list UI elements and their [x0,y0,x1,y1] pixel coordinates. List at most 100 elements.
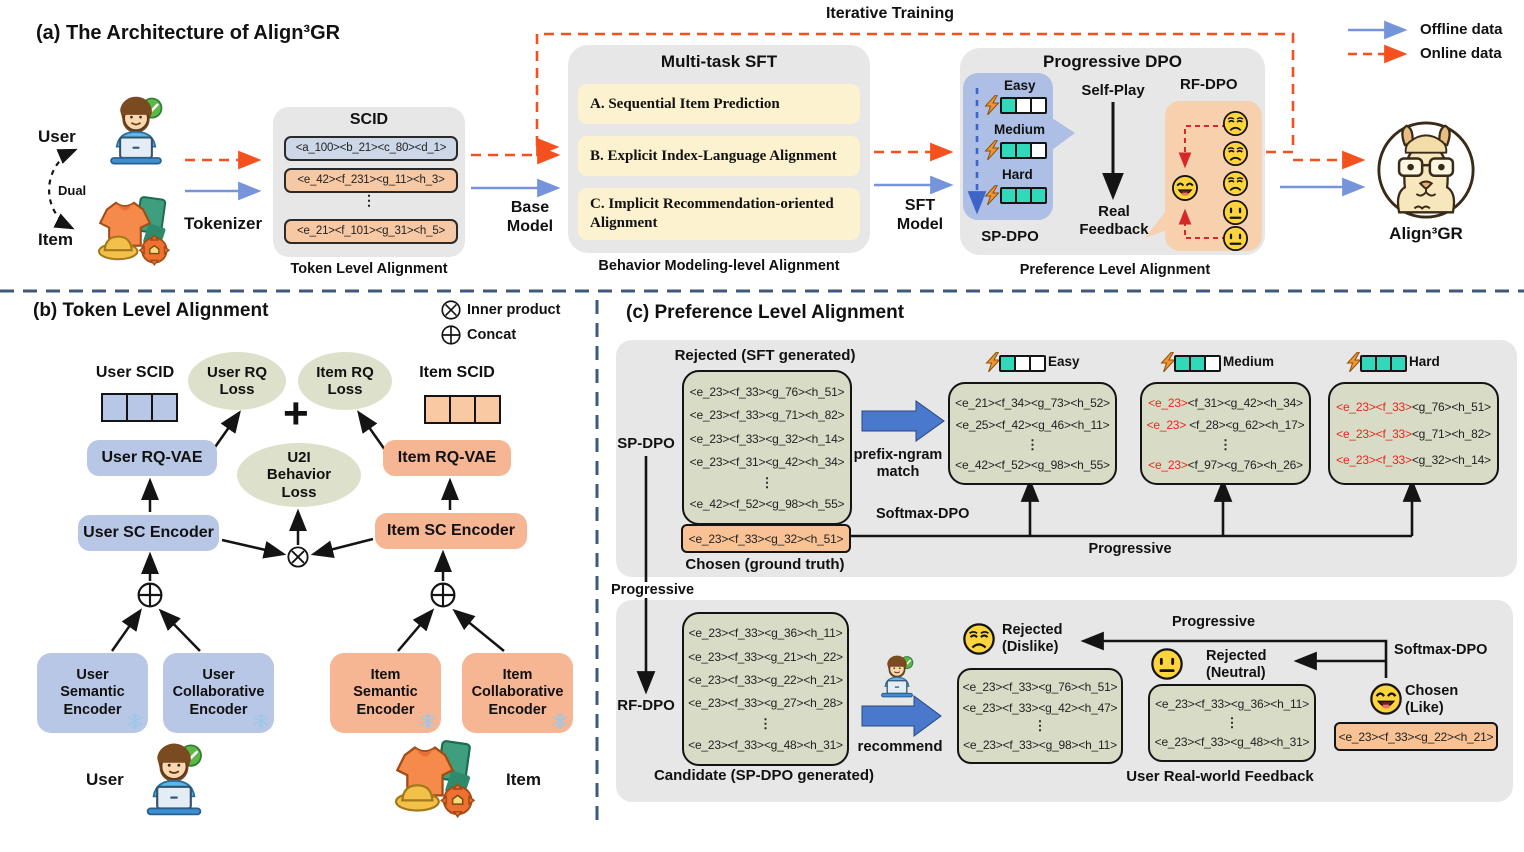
item-sc-encoder-box: Item SC Encoder [375,513,527,549]
neutral-box: <e_23><f_33><g_36><h_11> ⋮ <e_23><f_33><… [1148,684,1316,762]
user-scid-cells [101,393,178,422]
hard-progress-bar [1000,187,1047,204]
like-face-icon [1369,682,1403,716]
medium-box: <e_23><f_31><g_42><h_34> <e_23> <f_28><g… [1140,382,1311,485]
hard-label: Hard [1002,167,1033,182]
progressive-bottom-label: Progressive [1172,614,1256,630]
hard-label-c: Hard [1409,354,1440,369]
item-icon [95,196,173,266]
sft-task-b: B. Explicit Index-Language Alignment [578,136,860,176]
medium-label-c: Medium [1223,354,1275,369]
user-scid-label: User SCID [95,364,175,381]
iterative-training-label: Iterative Training [825,5,955,22]
scid-title: SCID [349,111,389,128]
inner-product-label: Inner product [467,302,561,318]
rf-sad-face-icon-2 [1222,140,1249,167]
item-label-b: Item [506,770,541,789]
easy-progress-bar-c [999,355,1046,372]
hard-box: <e_23><f_33><g_76><h_51> <e_23><f_33><g_… [1328,382,1499,485]
legend-online-label: Online data [1420,45,1502,62]
item-semantic-encoder-box: Item Semantic Encoder [330,653,441,733]
preference-caption: Preference Level Alignment [1019,262,1211,278]
item-collaborative-encoder-box: Item Collaborative Encoder [462,653,573,733]
panel-c-title: (c) Preference Level Alignment [626,302,905,323]
item-icon-b [392,740,478,818]
progressive-left-label: Progressive [608,582,698,598]
sft-title: Multi-task SFT [660,52,778,71]
easy-box: <e_21><f_34><g_73><h_52> <e_25><f_42><g_… [948,382,1117,485]
hard-progress-bar-c [1360,355,1407,372]
inner-product-node-icon [287,546,309,568]
rf-neutral-face-icon-2 [1222,225,1249,252]
chosen-ground-truth-box: <e_23><f_33><g_32><h_51> [681,524,851,553]
candidate-title: Candidate (SP-DPO generated) [653,767,875,784]
tokenizer-label: Tokenizer [184,214,263,233]
chosen-ground-truth-title: Chosen (ground truth) [685,556,845,573]
sft-task-c: C. Implicit Recommendation-oriented Alig… [578,188,860,240]
user-label-b: User [86,770,124,789]
softmax-dpo-bottom-label: Softmax-DPO [1394,642,1488,658]
dual-label: Dual [58,183,87,198]
softmax-dpo-label: Softmax-DPO [876,506,970,522]
frozen-icon [552,713,568,729]
scid-row-user: <a_100><b_21><c_80><d_1> [284,136,458,161]
scid-ellipsis: ⋮ [362,192,376,208]
easy-label: Easy [1004,78,1036,93]
u2i-behavior-loss: U2I Behavior Loss [237,443,361,507]
inner-product-icon [441,300,461,320]
medium-progress-bar-c [1174,355,1221,372]
user-semantic-encoder-box: User Semantic Encoder [37,653,148,733]
easy-label-c: Easy [1048,354,1080,369]
user-collaborative-encoder-box: User Collaborative Encoder [163,653,274,733]
scid-row-item-1: <e_42><f_231><g_11><h_3> [284,168,458,193]
self-play-label: Self-Play [1081,82,1145,99]
hard-bolt-icon [983,185,1000,205]
medium-progress-bar [1000,142,1047,159]
sft-task-a: A. Sequential Item Prediction [578,84,860,124]
legend-offline-label: Offline data [1420,21,1503,38]
user-rq-loss: User RQ Loss [188,352,286,410]
user-sc-encoder-box: User SC Encoder [78,515,219,551]
sp-dpo-label: SP-DPO [981,228,1039,245]
user-rq-vae-box: User RQ-VAE [87,440,217,476]
frozen-icon [420,713,436,729]
real-feedback-label: Real Feedback [1079,203,1149,238]
rejected-sft-box: <e_23><f_33><g_76><h_51> <e_23><f_33><g_… [682,370,852,525]
rejected-sft-title: Rejected (SFT generated) [674,347,856,364]
rejected-dislike-label: Rejected(Dislike) [1002,622,1063,656]
chosen-like-label: Chosen(Like) [1405,683,1459,717]
concat-label: Concat [467,327,517,343]
item-scid-label: Item SCID [419,364,495,381]
behavior-caption: Behavior Modeling-level Alignment [598,258,840,274]
concat-icon [441,325,461,345]
frozen-icon [253,713,269,729]
dislike-box: <e_23><f_33><g_76><h_51> <e_23><f_33><g_… [957,668,1123,764]
rejected-neutral-label: Rejected(Neutral) [1206,648,1267,682]
item-concat-node-icon [430,582,456,608]
medium-label: Medium [994,122,1046,137]
sft-model-label: SFT Model [896,197,944,234]
dislike-face-icon [962,622,996,656]
user-icon [102,96,170,170]
progressive-mid-label: Progressive [1088,541,1172,557]
user-icon-c [876,655,918,701]
align3gr-label: Align³GR [1389,224,1463,243]
rf-sad-face-icon-1 [1222,110,1249,137]
user-icon-b [138,742,210,822]
rf-sad-face-icon-3 [1222,170,1249,197]
chosen-like-box: <e_23><f_33><g_22><h_21> [1334,722,1498,751]
scid-row-item-2: <e_21><f_101><g_31><h_5> [284,219,458,244]
dpo-title: Progressive DPO [1043,52,1182,71]
item-rq-vae-box: Item RQ-VAE [383,440,511,476]
item-rq-loss: Item RQ Loss [298,352,392,410]
rf-neutral-face-icon-1 [1222,199,1249,226]
base-model-label: Base Model [506,199,554,236]
candidate-box: <e_23><f_33><g_36><h_11> <e_23><f_33><g_… [682,612,849,766]
llama-icon [1376,120,1476,220]
panel-a-title: (a) The Architecture of Align³GR [36,22,341,44]
frozen-icon [127,713,143,729]
token-level-caption: Token Level Alignment [290,261,448,277]
panel-b-title: (b) Token Level Alignment [33,300,269,321]
